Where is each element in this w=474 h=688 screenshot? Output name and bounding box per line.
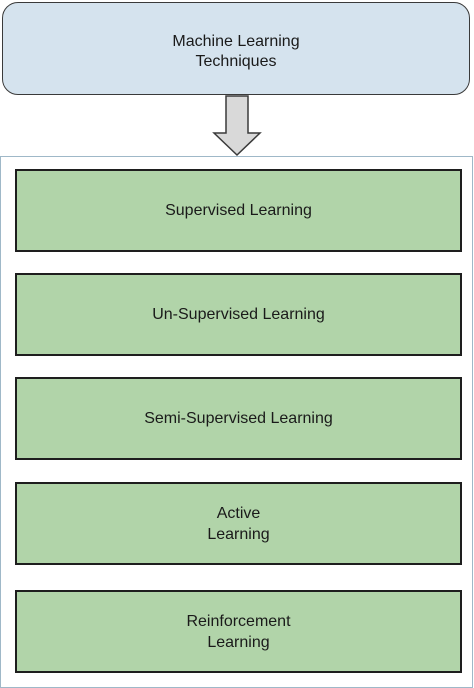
technique-label-line-1: Un-Supervised Learning: [152, 306, 325, 323]
root-node-label-line-1: Machine Learning: [172, 32, 300, 50]
technique-label-line-2: Learning: [207, 525, 270, 543]
technique-label-line-2: Learning: [207, 633, 270, 651]
technique-label-line-1: Supervised Learning: [165, 202, 312, 219]
technique-unsupervised-learning: Un-Supervised Learning: [15, 273, 462, 356]
root-node-label-line-2: Techniques: [195, 52, 277, 70]
technique-label-line-1: Reinforcement: [186, 612, 291, 630]
root-node-machine-learning-techniques: Machine Learning Techniques: [2, 2, 470, 95]
technique-label-line-1: Active: [216, 504, 261, 522]
down-arrow-icon: [212, 95, 262, 157]
technique-reinforcement-learning: Reinforcement Learning: [15, 590, 462, 673]
technique-semi-supervised-learning: Semi-Supervised Learning: [15, 377, 462, 460]
technique-active-learning: Active Learning: [15, 482, 462, 565]
technique-label-line-1: Semi-Supervised Learning: [144, 410, 333, 427]
techniques-container: Supervised Learning Un-Supervised Learni…: [0, 156, 473, 688]
technique-supervised-learning: Supervised Learning: [15, 169, 462, 252]
down-arrow-shape: [212, 95, 262, 157]
